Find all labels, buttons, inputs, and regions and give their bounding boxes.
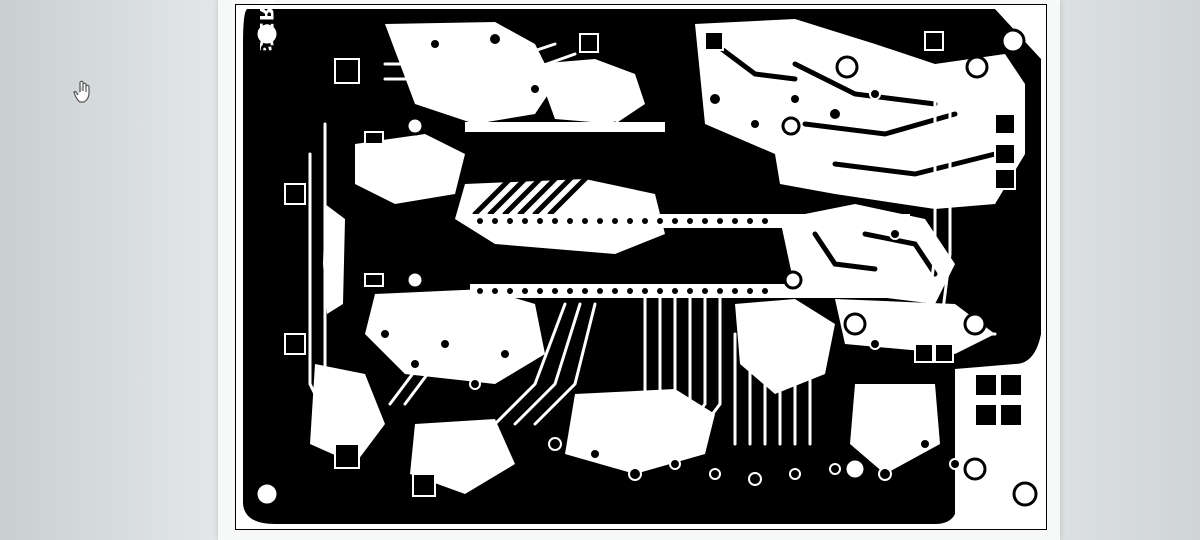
component-pads <box>284 31 1023 497</box>
test-point-row <box>763 496 812 500</box>
pcb-layout <box>235 4 1047 530</box>
traces-bundle-a <box>472 41 998 277</box>
ic-pins <box>477 218 768 294</box>
hand-cursor-icon <box>73 80 90 103</box>
via-pads <box>379 32 961 486</box>
mounting-holes <box>254 21 1038 507</box>
traces-bundle-b <box>308 42 997 456</box>
